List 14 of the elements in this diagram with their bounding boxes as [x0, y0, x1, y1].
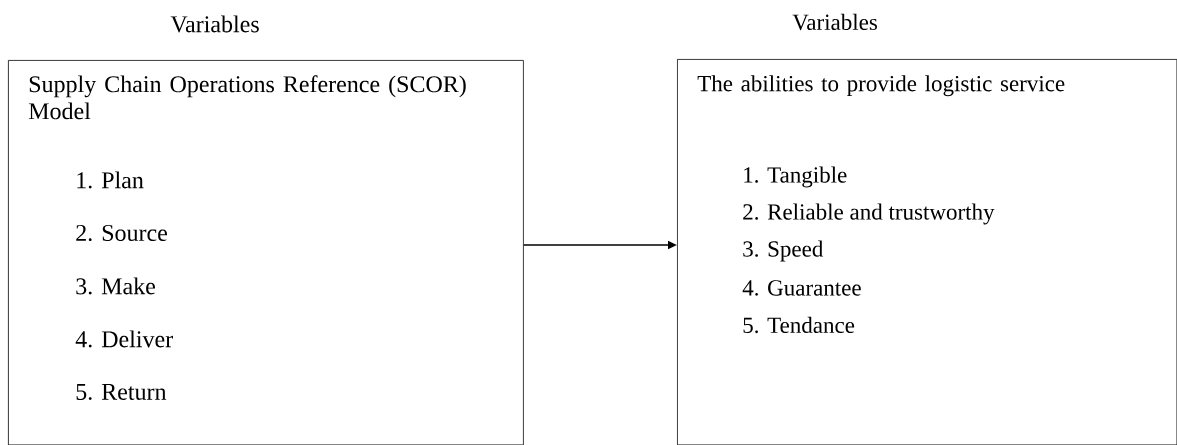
box-title: The abilities to provide logistic service — [697, 75, 1065, 97]
list-item: 2. Reliable and trustworthy — [743, 203, 995, 225]
column-heading: Variables — [170, 15, 259, 33]
list-item: 4. Guarantee — [742, 280, 861, 296]
list-item: 4. Deliver — [75, 330, 173, 348]
list-item: 2. Source — [76, 224, 167, 242]
column-heading: Variables — [792, 13, 877, 31]
list-item: 5. Tendance — [743, 316, 855, 334]
list-item: 3. Make — [76, 277, 155, 295]
box-title: Supply Chain Operations Reference (SCOR) Model — [28, 75, 466, 120]
list-item: 1. Plan — [77, 171, 144, 189]
list-item: 1. Tangible — [744, 166, 847, 188]
list-item: 5. Return — [76, 383, 167, 401]
list-item: 3. Speed — [743, 240, 824, 262]
